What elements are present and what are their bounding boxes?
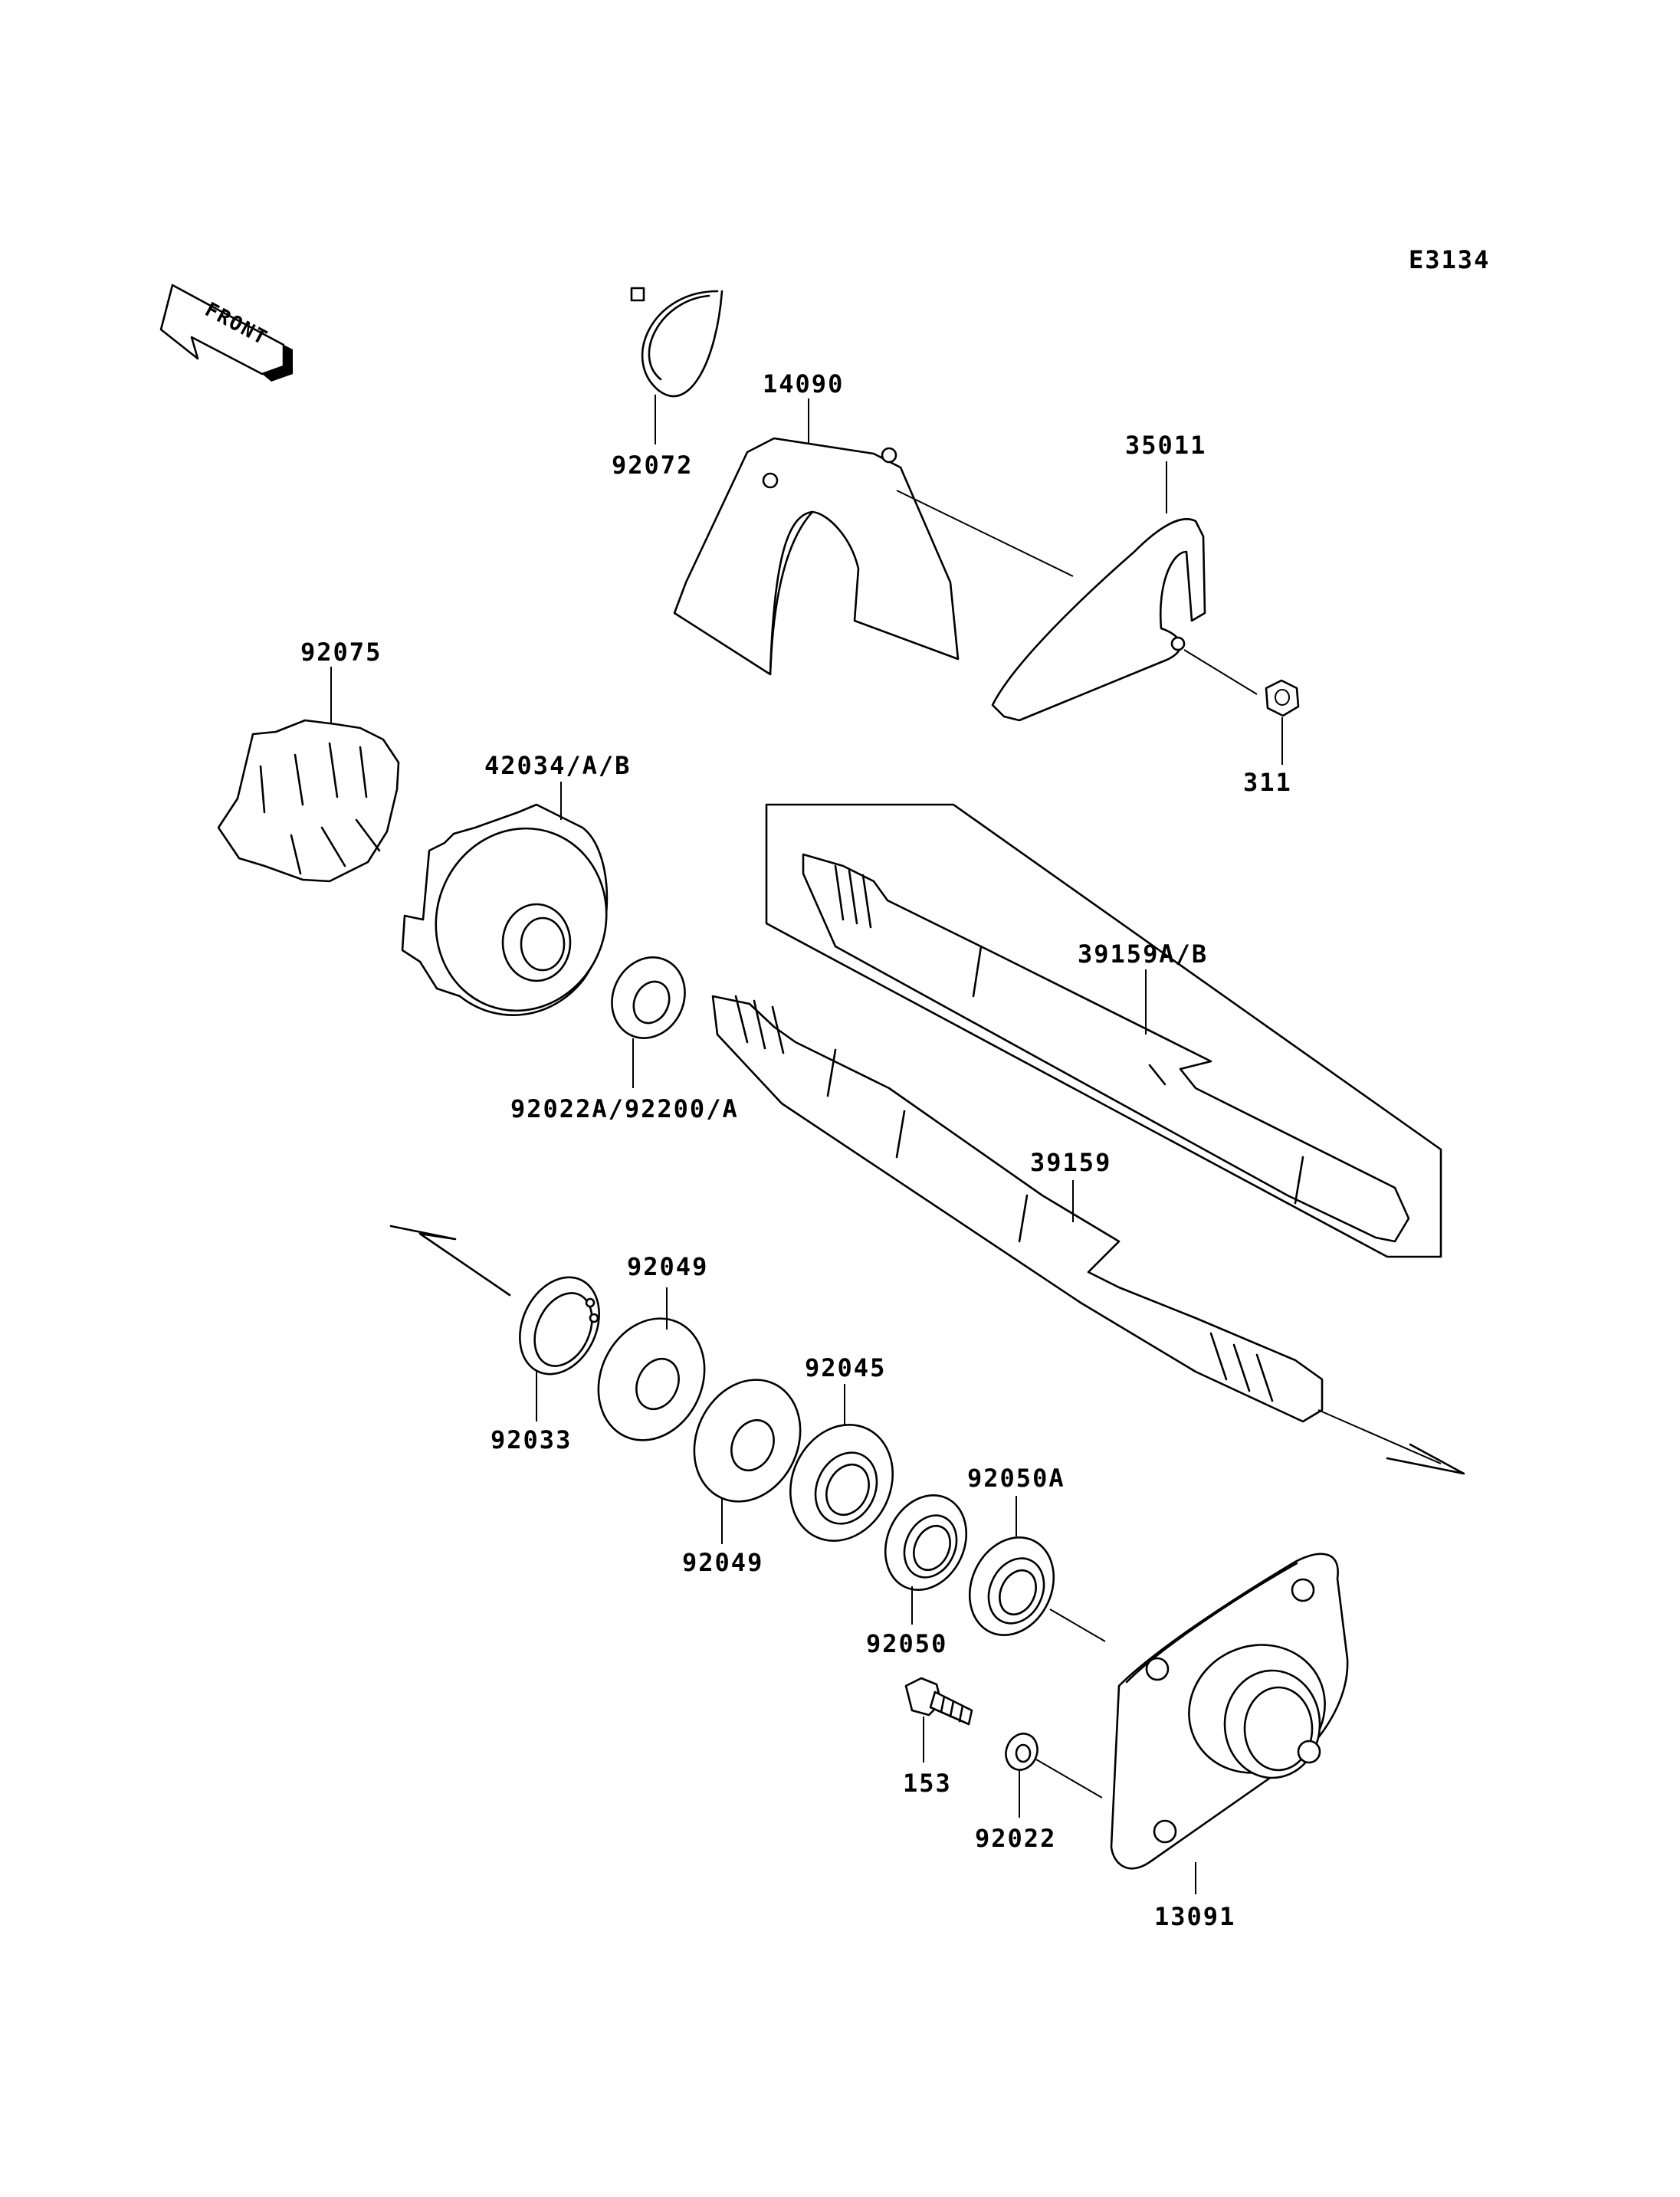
nut-311 [1265, 679, 1300, 765]
bearing-92050a [968, 1496, 1106, 1642]
callout-92033: 92033 [491, 1425, 572, 1454]
coupling-42034 [401, 782, 609, 1016]
callout-311: 311 [1243, 768, 1292, 797]
washer-92022 [1005, 1733, 1103, 1818]
damper-92075 [217, 667, 400, 883]
guide-line [389, 1225, 511, 1297]
callout-39159: 39159 [1030, 1148, 1111, 1177]
callout-92050: 92050 [866, 1629, 947, 1658]
callout-153: 153 [903, 1769, 952, 1798]
housing-13091 [1110, 1553, 1349, 1894]
callout-92075: 92075 [300, 638, 382, 667]
callout-92045: 92045 [805, 1353, 886, 1382]
callout-92049-lower: 92049 [682, 1548, 763, 1577]
callout-92072: 92072 [612, 451, 693, 480]
callout-14090: 14090 [763, 369, 844, 398]
washer-92022a [611, 956, 686, 1088]
bearing-92050 [884, 1494, 968, 1625]
bracket-35011 [991, 461, 1258, 722]
circlip-92033 [519, 1276, 600, 1421]
clamp-band-92072 [630, 287, 724, 444]
front-arrow-icon: FRONT [159, 284, 293, 382]
callout-39159ab: 39159A/B [1078, 939, 1208, 969]
callout-92022: 92022 [975, 1824, 1056, 1853]
collar-92049-upper [597, 1287, 706, 1441]
diagram-code: E3134 [1409, 245, 1490, 274]
shaft-39159 [711, 995, 1465, 1475]
callout-92050a: 92050A [967, 1464, 1065, 1493]
bolt-153 [904, 1677, 973, 1763]
shaft-box-39159ab [765, 803, 1442, 1258]
collar-92049-lower [693, 1379, 802, 1544]
callout-35011: 35011 [1125, 431, 1206, 460]
callout-13091: 13091 [1154, 1902, 1235, 1931]
bearing-92045 [789, 1384, 894, 1542]
callout-42034: 42034/A/B [484, 751, 631, 780]
callout-92022a: 92022A/92200/A [510, 1094, 739, 1123]
cover-14090 [673, 398, 1074, 676]
callout-92049-upper: 92049 [627, 1252, 708, 1281]
